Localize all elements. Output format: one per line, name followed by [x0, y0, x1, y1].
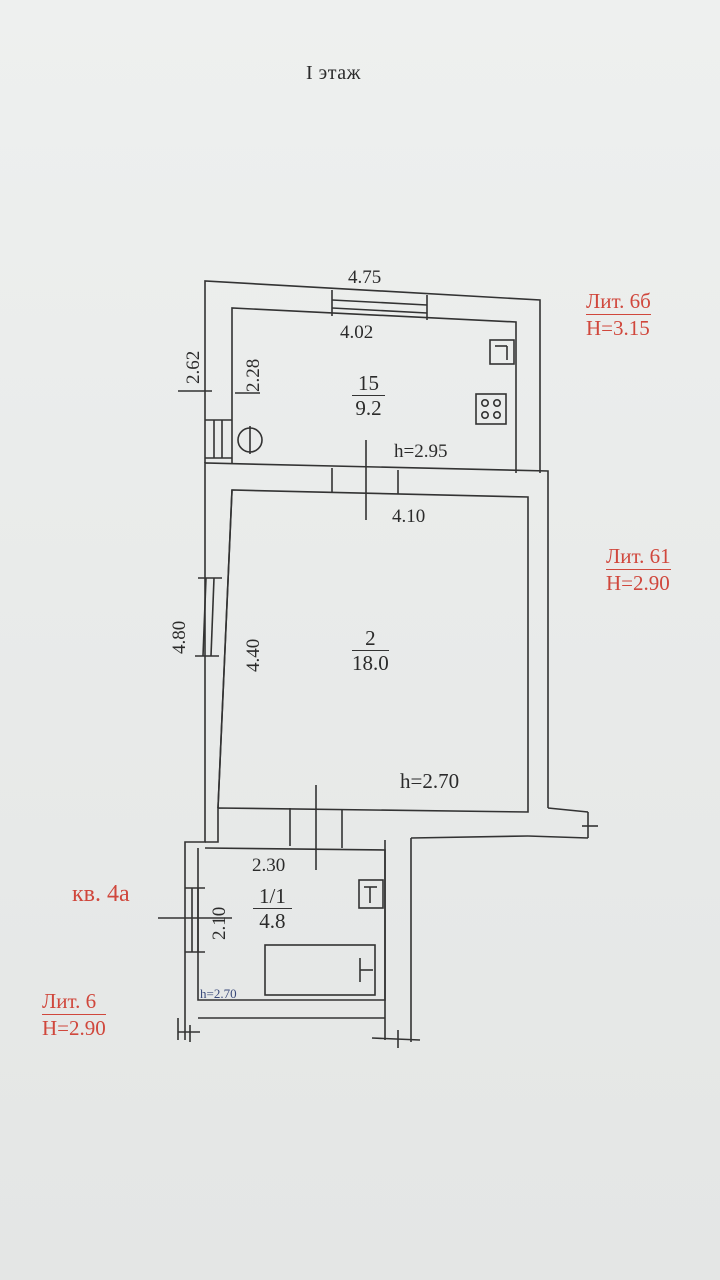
dim-top-inner: 4.02	[340, 322, 374, 343]
corridor-walls	[384, 807, 598, 1042]
lit-6b-label: Лит. 6б Н=3.15	[586, 290, 651, 339]
lit-6b-height: Н=3.15	[586, 316, 650, 341]
dim-living-left-outer: 4.80	[169, 620, 190, 654]
dim-bath-depth: 2.10	[209, 906, 230, 940]
lit-6b-name: Лит. 6б	[586, 290, 651, 316]
bath-walls	[177, 847, 421, 1048]
room-kitchen-label: 15 9.2	[352, 373, 385, 419]
kitchen-left-window	[205, 419, 232, 459]
room-bath-area: 4.8	[259, 909, 286, 933]
living-room-walls	[184, 462, 549, 1040]
bathtub-symbol	[264, 944, 376, 996]
boiler-symbol	[489, 339, 515, 365]
dim-living-left-inner: 4.40	[243, 638, 264, 672]
kitchen-living-door	[331, 440, 399, 520]
kitchen-walls	[204, 280, 541, 473]
water-heater-symbol	[358, 879, 384, 909]
kitchen-top-window	[331, 290, 428, 320]
stove-symbol	[475, 393, 507, 425]
room-kitchen-height: h=2.95	[394, 441, 448, 462]
floor-title: I этаж	[306, 62, 361, 84]
lit-6-height: Н=2.90	[42, 1016, 106, 1041]
living-left-window	[195, 577, 222, 657]
dim-living-width: 4.10	[392, 506, 426, 527]
room-kitchen-area: 9.2	[355, 396, 382, 420]
room-kitchen-number: 15	[352, 373, 385, 396]
bath-left-window	[158, 887, 232, 953]
lit-6-name: Лит. 6	[42, 990, 106, 1016]
dim-kitchen-left-inner: 2.28	[243, 358, 264, 392]
dim-top-outer: 4.75	[348, 267, 382, 288]
room-living-number: 2	[352, 628, 389, 651]
room-living-area: 18.0	[352, 651, 389, 675]
room-bath-number: 1/1	[253, 886, 292, 909]
living-bath-door	[289, 785, 343, 870]
lit-6-1-label: Лит. 61 Н=2.90	[606, 545, 671, 594]
room-living-label: 2 18.0	[352, 628, 389, 674]
lit-6-1-name: Лит. 61	[606, 545, 671, 571]
room-bath-label: 1/1 4.8	[253, 886, 292, 932]
dim-bath-width: 2.30	[252, 855, 286, 876]
lit-6-label: Лит. 6 Н=2.90	[42, 990, 106, 1039]
room-living-height: h=2.70	[400, 769, 460, 793]
dim-kitchen-left-outer: 2.62	[183, 350, 204, 384]
gas-meter-symbol	[237, 426, 263, 454]
dimension-ticks	[178, 390, 260, 394]
apartment-label: кв. 4а	[72, 881, 130, 907]
lit-6-1-height: Н=2.90	[606, 571, 670, 596]
room-bath-height: h=2.70	[200, 986, 237, 1001]
